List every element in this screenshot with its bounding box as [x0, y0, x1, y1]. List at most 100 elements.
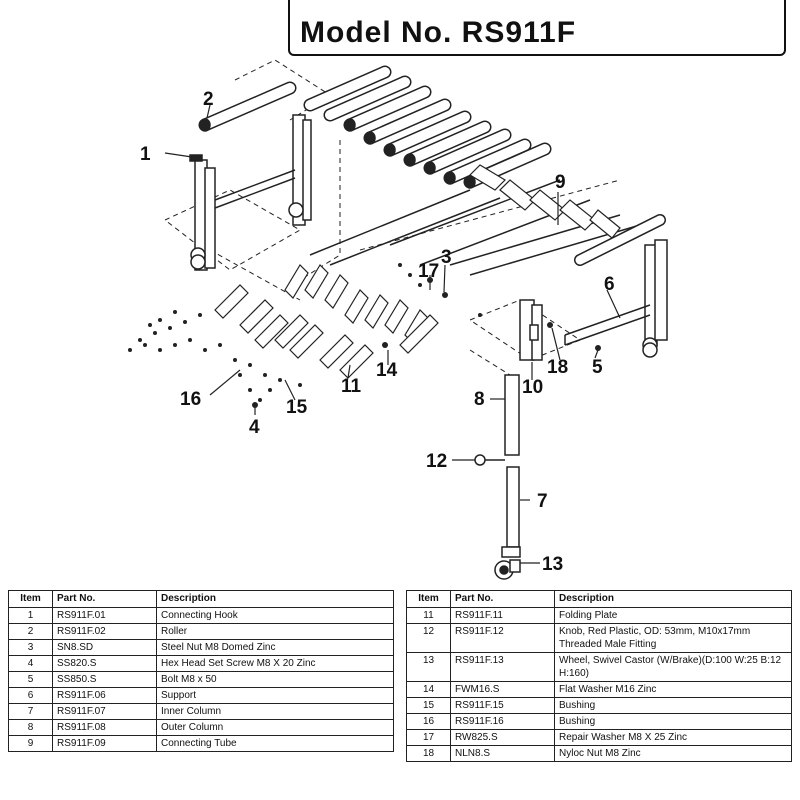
part-no-cell: RS911F.01: [52, 607, 157, 624]
item-cell: 15: [406, 697, 451, 714]
description-cell: Bushing: [554, 697, 792, 714]
header-item: Item: [406, 590, 451, 608]
item-cell: 4: [8, 655, 53, 672]
model-title: Model No. RS911F: [300, 16, 577, 49]
exploded-parts-diagram: 1 2 3 4 5 6 7 8 9 10 11 12 13 14 15 16 1…: [128, 59, 668, 580]
callout-10: 10: [522, 377, 543, 398]
item-cell: 8: [8, 719, 53, 736]
model-title-box: Model No. RS911F: [288, 0, 786, 56]
item-cell: 18: [406, 745, 451, 762]
callout-8: 8: [474, 389, 485, 410]
header-part-no: Part No.: [450, 590, 555, 608]
description-cell: Flat Washer M16 Zinc: [554, 681, 792, 698]
item-cell: 16: [406, 713, 451, 730]
item-cell: 2: [8, 623, 53, 640]
folding-plates: [214, 264, 439, 379]
column-assembly: [190, 254, 658, 580]
callout-1: 1: [140, 144, 151, 165]
leader-lines: [164, 104, 621, 564]
part-no-cell: RS911F.12: [450, 623, 555, 653]
item-cell: 5: [8, 671, 53, 688]
header-description: Description: [554, 590, 792, 608]
description-cell: Outer Column: [156, 719, 394, 736]
item-cell: 14: [406, 681, 451, 698]
description-cell: Bolt M8 x 50: [156, 671, 394, 688]
callout-13: 13: [542, 554, 563, 575]
description-cell: Hex Head Set Screw M8 X 20 Zinc: [156, 655, 394, 672]
callout-9: 9: [555, 172, 566, 193]
description-cell: Bushing: [554, 713, 792, 730]
part-no-cell: SS820.S: [52, 655, 157, 672]
callout-16: 16: [180, 389, 201, 410]
item-cell: 7: [8, 703, 53, 720]
callout-4: 4: [249, 417, 260, 438]
part-no-cell: RS911F.16: [450, 713, 555, 730]
part-no-cell: SS850.S: [52, 671, 157, 688]
part-no-cell: RS911F.06: [52, 687, 157, 704]
part-no-cell: RS911F.11: [450, 607, 555, 624]
description-cell: Roller: [156, 623, 394, 640]
description-cell: Wheel, Swivel Castor (W/Brake)(D:100 W:2…: [554, 652, 792, 682]
description-cell: Nyloc Nut M8 Zinc: [554, 745, 792, 762]
item-cell: 1: [8, 607, 53, 624]
part-no-cell: RS911F.13: [450, 652, 555, 682]
fasteners: [128, 263, 601, 408]
callout-14: 14: [376, 360, 398, 381]
callout-6: 6: [604, 274, 615, 295]
table-header-row: Item Part No. Description: [406, 590, 792, 608]
callout-18: 18: [547, 357, 568, 378]
part-no-cell: RS911F.02: [52, 623, 157, 640]
item-cell: 3: [8, 639, 53, 656]
top-rollers: [198, 65, 552, 189]
item-cell: 17: [406, 729, 451, 746]
part-no-cell: RS911F.08: [52, 719, 157, 736]
part-no-cell: RS911F.15: [450, 697, 555, 714]
description-cell: Folding Plate: [554, 607, 792, 624]
callout-5: 5: [592, 357, 603, 378]
left-end-frame: [189, 114, 312, 271]
header-item: Item: [8, 590, 53, 608]
right-end-frame: [519, 239, 668, 361]
callout-15: 15: [286, 397, 308, 418]
table-header-row: Item Part No. Description: [8, 590, 394, 608]
item-cell: 12: [406, 623, 451, 653]
description-cell: Inner Column: [156, 703, 394, 720]
item-cell: 6: [8, 687, 53, 704]
callout-17: 17: [418, 261, 439, 282]
callout-labels: 1 2 3 4 5 6 7 8 9 10 11 12 13 14 15 16 1…: [140, 89, 615, 575]
item-cell: 13: [406, 652, 451, 682]
part-no-cell: RS911F.07: [52, 703, 157, 720]
part-no-cell: NLN8.S: [450, 745, 555, 762]
part-no-cell: RW825.S: [450, 729, 555, 746]
callout-11: 11: [341, 376, 362, 397]
description-cell: Connecting Hook: [156, 607, 394, 624]
description-cell: Knob, Red Plastic, OD: 53mm, M10x17mm Th…: [554, 623, 792, 653]
header-description: Description: [156, 590, 394, 608]
part-no-cell: RS911F.09: [52, 735, 157, 752]
part-no-cell: SN8.SD: [52, 639, 157, 656]
callout-2: 2: [203, 89, 214, 110]
part-no-cell: FWM16.S: [450, 681, 555, 698]
callout-7: 7: [537, 491, 548, 512]
item-cell: 9: [8, 735, 53, 752]
callout-12: 12: [426, 451, 447, 472]
description-cell: Repair Washer M8 X 25 Zinc: [554, 729, 792, 746]
header-part-no: Part No.: [52, 590, 157, 608]
folding-links-top: [469, 164, 666, 266]
